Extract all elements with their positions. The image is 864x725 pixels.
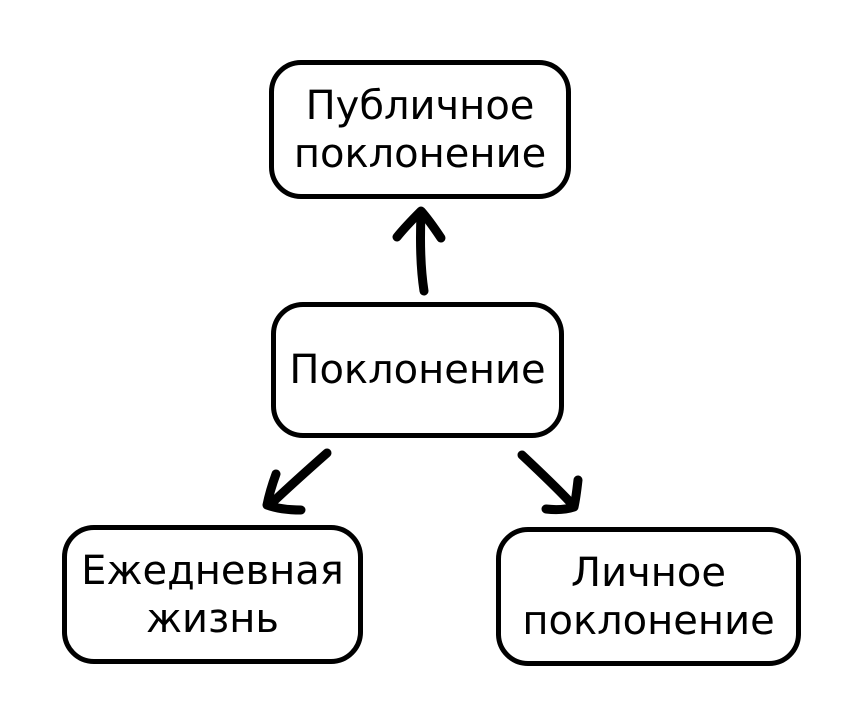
node-personal-worship-label: Личное поклонение bbox=[522, 549, 775, 644]
node-daily-life-label: Ежедневная жизнь bbox=[81, 547, 344, 642]
node-personal-worship: Личное поклонение bbox=[496, 527, 801, 666]
node-worship-label: Поклонение bbox=[289, 347, 546, 393]
node-worship: Поклонение bbox=[271, 302, 564, 438]
node-public-worship-label: Публичное поклонение bbox=[293, 82, 547, 177]
node-public-worship: Публичное поклонение bbox=[269, 60, 571, 199]
node-daily-life: Ежедневная жизнь bbox=[62, 525, 363, 664]
arrow-down-right-icon bbox=[517, 450, 583, 515]
arrow-down-left-icon bbox=[262, 448, 332, 515]
arrow-up-icon bbox=[392, 206, 446, 296]
